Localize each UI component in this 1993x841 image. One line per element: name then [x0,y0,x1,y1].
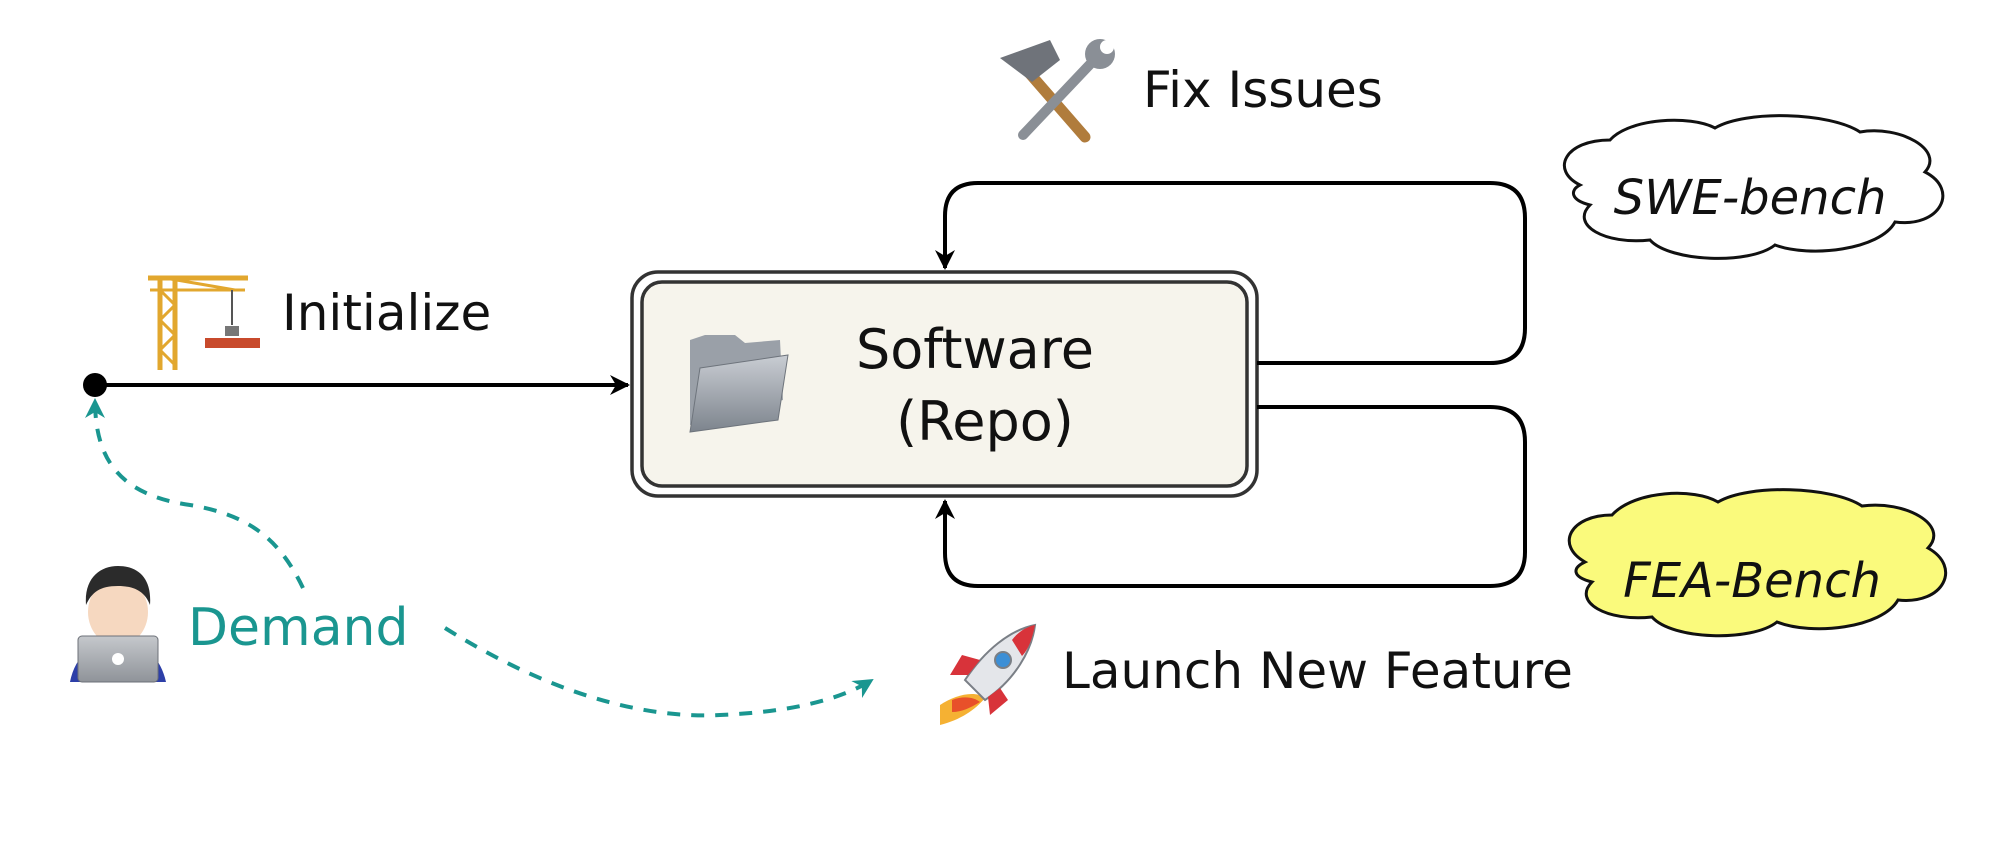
hammer-wrench-icon [1000,39,1115,143]
launch-feature-loop-arrow [935,405,1527,588]
developer-laptop-icon [70,566,166,683]
start-point [83,373,107,397]
demand-to-feature-arrow [443,626,874,718]
swe-bench-cloud [1562,114,1945,260]
fea-bench-cloud [1567,488,1948,638]
demand-label: Demand [188,598,409,658]
initialize-label: Initialize [282,284,491,342]
fea-bench-label: FEA-Bench [1623,553,1881,609]
demand-to-start-arrow [85,398,305,589]
software-repo-box [630,270,1259,498]
software-label-line2: (Repo) [896,390,1074,453]
crane-icon [148,275,260,370]
folder-icon [689,335,789,433]
launch-feature-label: Launch New Feature [1062,642,1573,700]
rocket-icon [940,623,1037,725]
software-label-line1: Software [856,318,1094,381]
swe-bench-label: SWE-bench [1614,170,1887,226]
fix-issues-loop-arrow [935,181,1527,365]
fix-issues-label: Fix Issues [1143,61,1383,119]
